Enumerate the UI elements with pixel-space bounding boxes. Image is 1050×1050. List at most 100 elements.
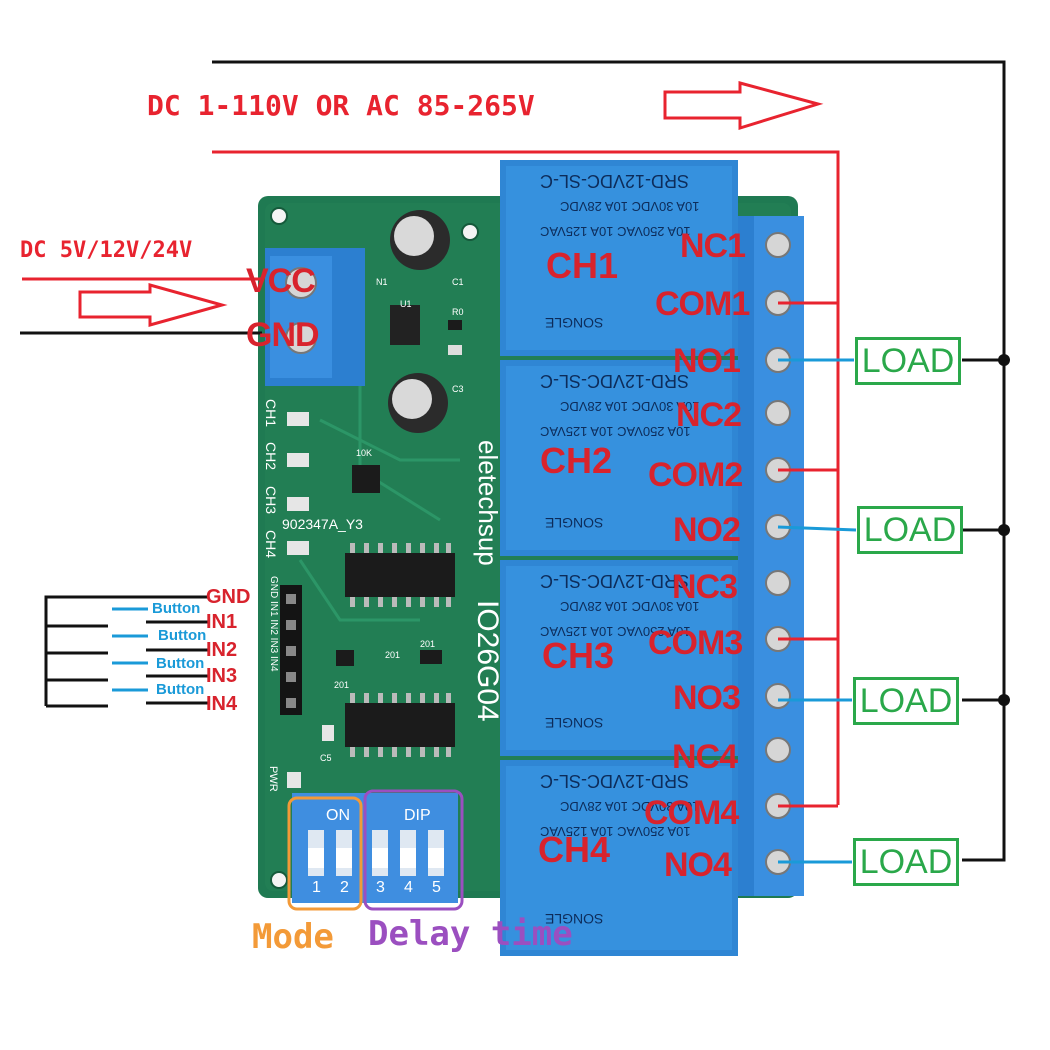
dip-number-3: 3 bbox=[376, 879, 385, 896]
relay-ch2 bbox=[500, 360, 738, 556]
dip-switch bbox=[292, 793, 458, 903]
board-model: IO26G04 bbox=[471, 600, 504, 722]
button-label-1: Button bbox=[152, 600, 201, 617]
load-box-2: LOAD bbox=[857, 506, 963, 554]
relay-brand: SONGLE bbox=[545, 515, 604, 531]
channel-label-ch2: CH2 bbox=[540, 440, 613, 481]
dip-number-2: 2 bbox=[340, 879, 349, 896]
part-label: R0 bbox=[452, 307, 464, 317]
channel-label-ch3: CH3 bbox=[542, 635, 615, 676]
load-box-1: LOAD bbox=[855, 337, 961, 385]
header-pin-labels: GND IN1 IN2 IN3 IN4 bbox=[268, 576, 279, 672]
resistor-label: 10K bbox=[356, 448, 373, 458]
delay-highlight-box bbox=[363, 789, 464, 911]
terminal-label-no3: NO3 bbox=[673, 679, 741, 717]
pin-label-gnd: GND bbox=[206, 586, 251, 608]
smd-part bbox=[322, 725, 334, 741]
button-label-4: Button bbox=[156, 681, 205, 698]
capacitor-top-cap bbox=[394, 216, 434, 256]
terminal-label-com4: COM4 bbox=[644, 794, 739, 832]
relay-brand: SONGLE bbox=[545, 715, 604, 731]
part-label: C3 bbox=[452, 384, 464, 394]
terminal-label-nc1: NC1 bbox=[680, 227, 746, 265]
delay-time-label: Delay time bbox=[368, 914, 573, 954]
dip-number-1: 1 bbox=[312, 879, 321, 896]
resistor-10k bbox=[352, 465, 380, 493]
output-terminal-face bbox=[754, 216, 804, 896]
part-label: N1 bbox=[376, 277, 388, 287]
terminal-label-no1: NO1 bbox=[673, 342, 741, 380]
relay-model: SRD-12VDC-SL-C bbox=[540, 771, 690, 791]
terminal-label-com2: COM2 bbox=[648, 456, 743, 494]
smd-part bbox=[336, 650, 354, 666]
power-wire bbox=[22, 150, 840, 808]
gnd-label: GND bbox=[246, 316, 320, 354]
load-box-3: LOAD bbox=[853, 677, 959, 725]
button-contacts bbox=[112, 607, 148, 692]
button-label-2: Button bbox=[158, 627, 207, 644]
vcc-label: VCC bbox=[246, 262, 316, 300]
relay-rating: 10A 30VDC 10A 28VDC bbox=[560, 199, 700, 214]
terminal-label-no4: NO4 bbox=[664, 846, 732, 884]
smd-part bbox=[420, 650, 442, 664]
part-label: 201 bbox=[420, 639, 436, 649]
no-to-load-wire bbox=[777, 358, 857, 864]
relay-model: SRD-12VDC-SL-C bbox=[540, 371, 690, 391]
terminal-label-com3: COM3 bbox=[648, 624, 743, 662]
board-batch-code: 902347A_Y3 bbox=[282, 516, 363, 532]
channel-label-ch4: CH4 bbox=[538, 829, 611, 870]
power-direction-arrow bbox=[663, 81, 824, 131]
relay-model: SRD-12VDC-SL-C bbox=[540, 171, 690, 191]
part-label: 201 bbox=[385, 650, 401, 660]
capacitor-mid-cap bbox=[392, 379, 432, 419]
dip-on-label: ON bbox=[326, 807, 350, 824]
button-label-3: Button bbox=[156, 655, 205, 672]
board-brand: eletechsup bbox=[473, 440, 503, 566]
mounting-hole bbox=[461, 223, 479, 241]
pin-label-in2: IN2 bbox=[206, 639, 238, 661]
relay-ch4 bbox=[500, 760, 738, 956]
led-label-ch2: CH2 bbox=[263, 442, 279, 471]
supply-direction-arrow bbox=[78, 283, 228, 327]
dip-number-4: 4 bbox=[404, 879, 413, 896]
terminal-label-nc2: NC2 bbox=[676, 396, 742, 434]
terminal-label-nc3: NC3 bbox=[672, 568, 738, 606]
dip-number-5: 5 bbox=[432, 879, 441, 896]
terminal-label-com1: COM1 bbox=[655, 285, 750, 323]
relay-model: SRD-12VDC-SL-C bbox=[540, 571, 690, 591]
relay-ch3 bbox=[500, 560, 738, 756]
power-input-label: DC 1-110V OR AC 85-265V bbox=[147, 89, 535, 122]
driver-ic-bottom bbox=[345, 693, 455, 757]
mode-highlight-box bbox=[287, 796, 363, 911]
part-label: C5 bbox=[320, 753, 332, 763]
regulator-chip bbox=[390, 305, 420, 345]
relay-rating: 10A 250VAC 10A 125VAC bbox=[540, 424, 691, 439]
terminal-screw bbox=[285, 322, 317, 354]
led-label-ch1: CH1 bbox=[263, 399, 279, 428]
part-label: 201 bbox=[334, 680, 350, 690]
mounting-hole bbox=[270, 207, 288, 225]
driver-ic-top bbox=[345, 543, 455, 607]
mounting-hole bbox=[270, 871, 288, 889]
status-leds bbox=[287, 412, 309, 788]
input-wires bbox=[44, 595, 208, 708]
led-label-ch3: CH3 bbox=[263, 486, 279, 515]
pin-label-in1: IN1 bbox=[206, 611, 238, 633]
channel-label-ch1: CH1 bbox=[546, 245, 619, 286]
pin-label-in3: IN3 bbox=[206, 665, 238, 687]
terminal-label-no2: NO2 bbox=[673, 511, 741, 549]
led-label-ch4: CH4 bbox=[263, 530, 279, 559]
terminal-screw bbox=[285, 267, 317, 299]
pin-label-in4: IN4 bbox=[206, 693, 238, 715]
load-return-wire bbox=[212, 60, 1006, 862]
mode-label: Mode bbox=[252, 917, 334, 957]
smd-part bbox=[448, 320, 462, 330]
junction-dots bbox=[998, 354, 1010, 706]
terminal-label-nc4: NC4 bbox=[672, 738, 738, 776]
part-label: C1 bbox=[452, 277, 464, 287]
supply-voltage-label: DC 5V/12V/24V bbox=[20, 238, 193, 263]
pwr-label: PWR bbox=[267, 766, 279, 792]
smd-part bbox=[448, 345, 462, 355]
load-box-4: LOAD bbox=[853, 838, 959, 886]
